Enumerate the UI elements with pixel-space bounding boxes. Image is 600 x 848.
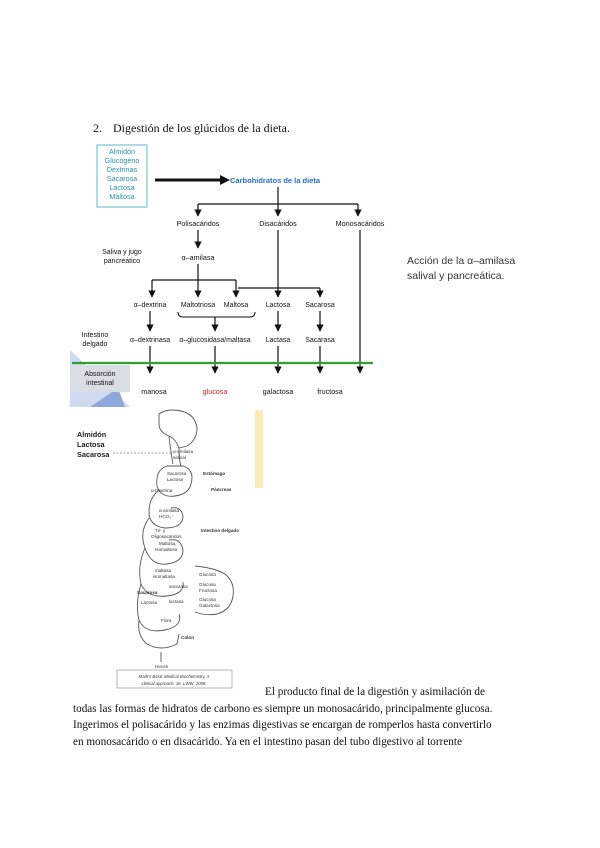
label-oligos: Tri- y <box>155 528 166 533</box>
label-oligos: Isomaltosa <box>155 547 178 552</box>
enzyme-sacarasa: Sacarasa <box>305 337 335 344</box>
intestine-label: delgado <box>83 341 108 348</box>
label-oligos: Maltosa, <box>159 541 176 546</box>
label-sacarosa: Sacarosa <box>137 590 158 595</box>
box-item: Sacarosa <box>107 174 137 183</box>
label-sacarosa-lactosa: Lactosa <box>167 477 184 482</box>
label-dextrina: α-Dextrina <box>151 488 173 493</box>
label-glucosa3: Galactosa <box>199 603 220 608</box>
box-item: Maltosa <box>109 192 134 201</box>
label-heces: Heces <box>155 664 169 669</box>
category-polisacaridos: Polisacáridos <box>177 219 220 228</box>
box-item: Almidón <box>109 147 135 156</box>
product-maltosa: Maltosa <box>224 302 249 309</box>
label-intestino: Intestino delgado <box>201 528 239 533</box>
carbohydrate-list-box <box>96 144 148 208</box>
absorption-band <box>70 365 130 392</box>
grouping-brace <box>177 311 256 318</box>
side-label-sacarosa: Sacarosa <box>77 450 110 459</box>
thick-arrow-head <box>220 175 230 185</box>
enzyme-dextrinasa: α–dextrinasa <box>130 337 170 344</box>
section-heading: 2. Digestión de los glúcidos de la dieta. <box>93 121 290 136</box>
amylase-caption: Acción de la α–amilasa <box>407 255 515 267</box>
label-maltasa: isomaltasa <box>153 574 175 579</box>
paragraph-line: Ingerimos el polisacárido y las enzimas … <box>73 719 492 731</box>
colon-outline <box>138 619 180 649</box>
paragraph-line: El producto final de la digestión y asim… <box>265 686 485 698</box>
amylase-label: α–amilasa <box>182 253 215 262</box>
final-galactosa: galactosa <box>263 387 294 396</box>
label-lactosa: Lactosa <box>141 600 158 605</box>
label-glucosa2: Fructosa <box>199 588 217 593</box>
label-glucosa3: Glucosa <box>199 597 216 602</box>
label-pancreas: Páncreas <box>211 487 232 492</box>
head-outline <box>158 409 198 449</box>
decorative-triangle-dark <box>90 388 125 407</box>
final-manosa: manosa <box>141 387 167 396</box>
section-number: 2. <box>93 121 102 135</box>
label-sacarasa: sacarasa <box>169 584 188 589</box>
product-lactosa: Lactosa <box>266 302 291 309</box>
amylase-caption: salival y pancreática. <box>407 270 504 282</box>
carbohydrate-digestion-diagram: Almidón Glucógeno Dextrinas Sacarosa Lac… <box>70 144 515 407</box>
label-amilasa: salival <box>173 455 186 460</box>
intestine-label: Intestino <box>82 332 109 339</box>
label-sacarosa-lactosa: Sacarosa <box>167 471 187 476</box>
label-amilasa2: HCO₃⁻ <box>159 514 174 519</box>
digestive-tract-diagram: Almidón Lactosa Sacarosa α-amilasa saliv… <box>77 409 263 689</box>
paragraph-line: todas las formas de hidratos de carbono … <box>73 702 493 715</box>
label-glucosa2: Glucosa <box>199 582 216 587</box>
label-amilasa2: α-amilasa <box>159 508 179 513</box>
box-item: Glucógeno <box>105 156 140 165</box>
label-oligos: Oligosacáridos <box>151 534 182 539</box>
box-item: Dextrinas <box>107 165 138 174</box>
side-label-almidon: Almidón <box>77 430 106 439</box>
box-item: Lactosa <box>109 183 134 192</box>
side-label-lactosa: Lactosa <box>77 440 106 449</box>
category-disacaridos: Disacáridos <box>259 219 297 228</box>
citation-text: clinical approach. 3e. LWW. 2008. <box>142 681 207 686</box>
category-monosacaridos: Monosacáridos <box>336 219 385 228</box>
paragraph-line: en monosacárido o en disacárido. Ya en e… <box>73 735 462 748</box>
enzyme-lactasa: Lactasa <box>266 337 291 344</box>
decorative-bar <box>255 410 263 488</box>
body-paragraph: El producto final de la digestión y asim… <box>73 684 533 750</box>
final-fructosa: fructosa <box>317 387 343 396</box>
saliva-label: pancreático <box>104 258 140 265</box>
enzyme-glucosidasa: α–glucosidasa/maltasa <box>179 337 250 344</box>
stomach-outline <box>156 465 193 497</box>
label-amilasa: α-amilasa <box>173 449 193 454</box>
diagram-title: Carbohidratos de la dieta <box>230 176 321 185</box>
absorption-label: Absorción <box>84 371 115 378</box>
label-flora: Flora <box>161 618 172 623</box>
final-glucosa: glucosa <box>203 387 228 396</box>
label-lactasa: lactasa <box>169 599 184 604</box>
section-title: Digestión de los glúcidos de la dieta. <box>113 121 290 135</box>
label-maltasa: maltasa <box>155 568 172 573</box>
absorption-label: intestinal <box>86 380 114 387</box>
saliva-label: Saliva y jugo <box>102 249 142 256</box>
citation-box <box>116 669 233 689</box>
label-colon: Colon <box>181 635 194 640</box>
citation-text: Mark's Basic Medical Biochemistry. A <box>139 674 210 679</box>
label-estomago: Estómago <box>203 471 225 476</box>
product-sacarosa: Sacarosa <box>305 302 335 309</box>
product-maltotriosa: Maltotriosa <box>181 302 215 309</box>
label-glucosa1: Glucosa <box>199 572 216 577</box>
product-dextrina: α–dextrina <box>134 302 167 309</box>
